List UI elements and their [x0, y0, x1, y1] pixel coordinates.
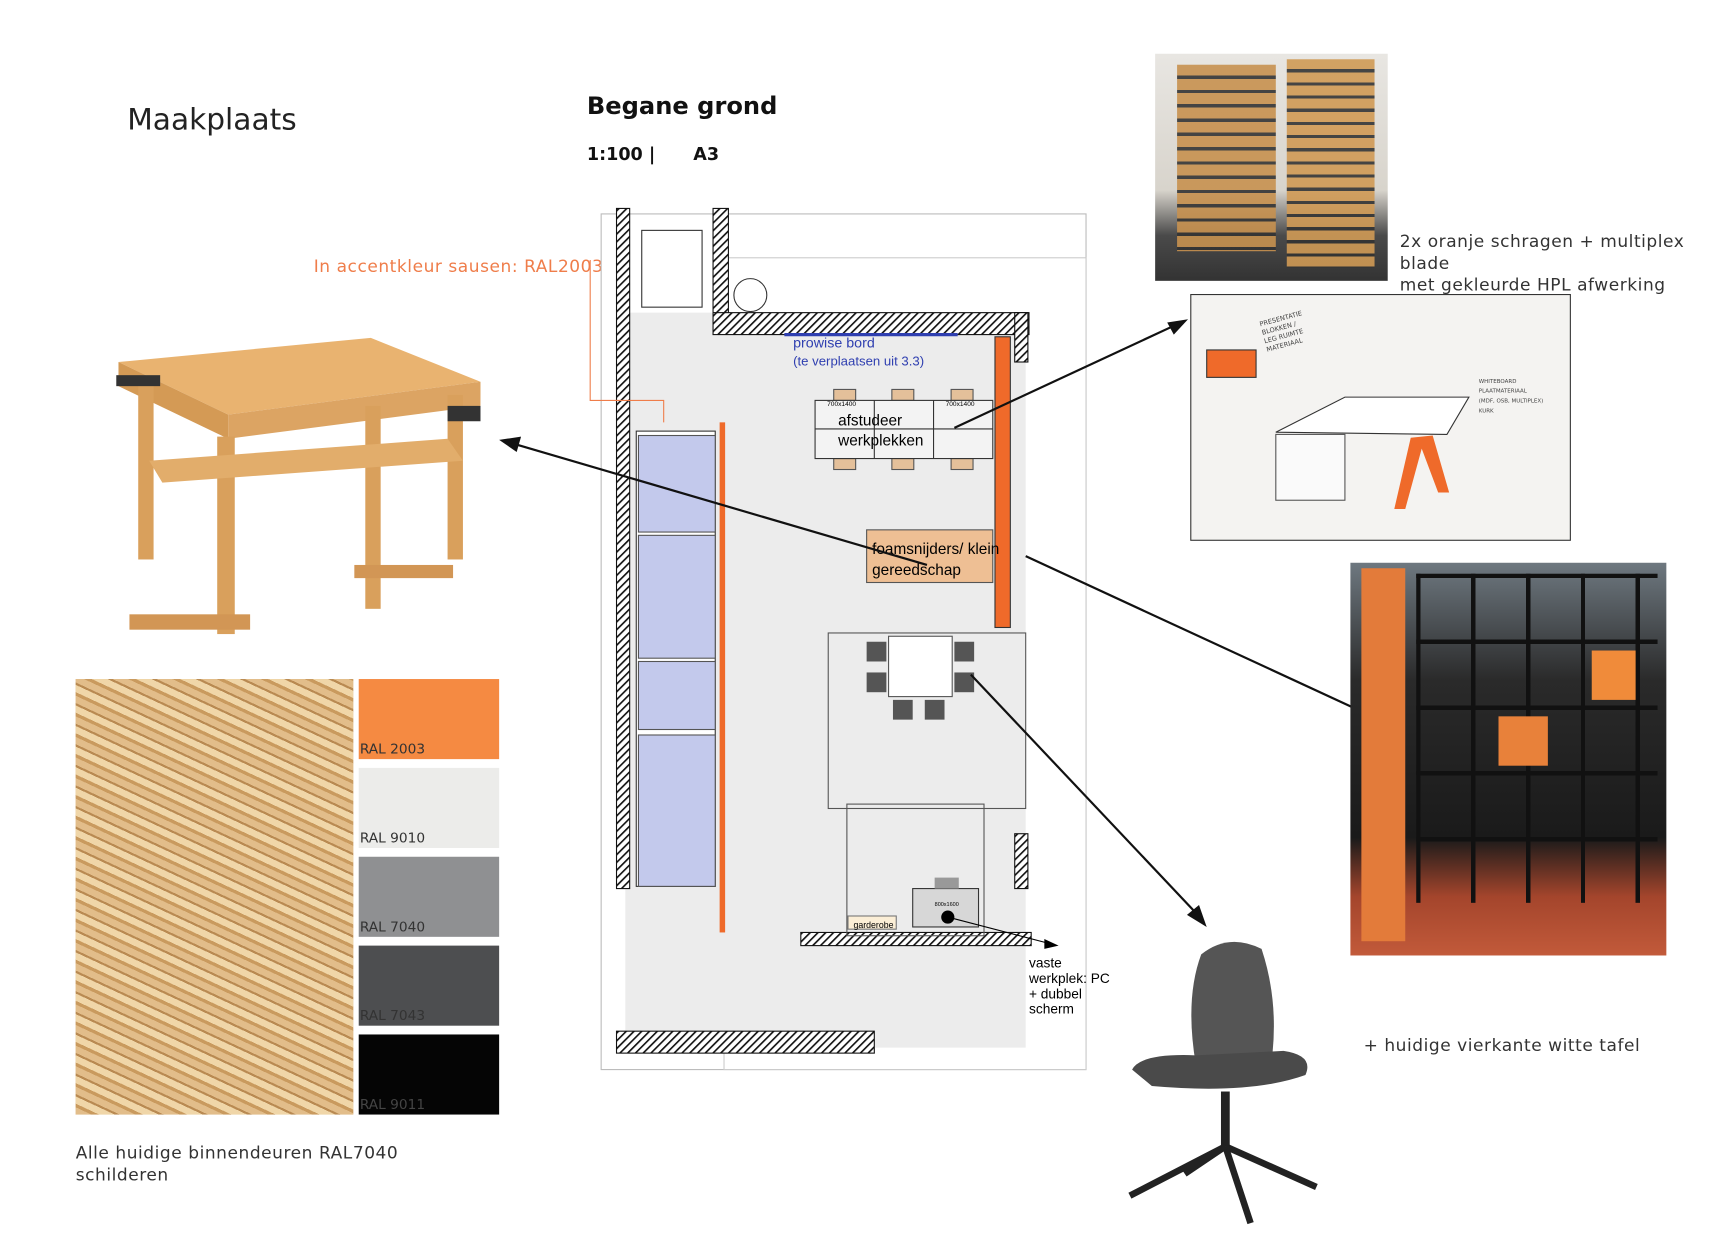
sketch-label: WHITEBOARD [1478, 378, 1517, 386]
label-line: scherm [1028, 1001, 1074, 1017]
afstudeer-label: afstudeer [838, 411, 903, 429]
prowise-note: (te verplaatsen uit 3.3) [793, 353, 925, 369]
swatch-ral-7040: RAL 7040 [358, 856, 500, 937]
accent-note: In accentkleur sausen: RAL2003 [313, 256, 604, 277]
page-title: Maakplaats [127, 103, 297, 138]
swatch-ral-7043: RAL 7043 [358, 945, 500, 1026]
table-sketch-image: PRESENTATIE BLOKKEN / LEG RUIMTE MATERIA… [1190, 293, 1571, 541]
sketch-label: PLAATMATERIAAL [1478, 388, 1527, 395]
swatch-label: RAL 7040 [359, 918, 426, 935]
gereedschap-label: gereedschap [872, 560, 961, 579]
stacked-chairs-image [1155, 53, 1388, 281]
table-size-label: 700x1400 [827, 401, 857, 409]
plan-scale: 1:100 | [586, 143, 656, 165]
swatch-ral-9011: RAL 9011 [358, 1034, 500, 1115]
vaste-werkplek-label: vaste werkplek: PC + dubbel scherm [1029, 955, 1110, 1016]
swatch-label: RAL 9010 [359, 829, 426, 846]
office-chair-image [1128, 941, 1318, 1225]
label-line: vaste [1028, 955, 1062, 971]
foamsnijders-label: foamsnijders/ klein [872, 539, 1000, 558]
doors-note-line: Alle huidige binnendeuren RAL7040 [75, 1143, 399, 1163]
plan-title: Begane grond [586, 93, 778, 121]
garderobe-label: garderobe [853, 920, 894, 931]
osb-texture-image [75, 679, 354, 1115]
swatch-label: RAL 7043 [359, 1007, 426, 1024]
sketch-label: (MDF, OSB, MULTIPLEX) [1478, 398, 1544, 405]
trestle-note-line: 2x oranje schragen + multiplex blade [1399, 231, 1685, 274]
label-line: werkplek: PC [1028, 970, 1110, 987]
doors-note: Alle huidige binnendeuren RAL7040 schild… [76, 1142, 399, 1186]
swatch-label: RAL 9011 [359, 1095, 426, 1113]
sketch-label: KURK [1478, 408, 1494, 415]
werkplekken-label: werkplekken [838, 431, 924, 449]
table-note: + huidige vierkante witte tafel [1363, 1035, 1641, 1056]
swatch-ral-9010: RAL 9010 [358, 767, 500, 848]
workbench-image [116, 337, 481, 635]
plan-paper-size: A3 [693, 143, 720, 165]
swatch-ral-2003: RAL 2003 [358, 679, 500, 760]
desk-size-label: 800x1600 [934, 901, 959, 909]
table-size-label: 700x1400 [945, 401, 975, 409]
trestle-note: 2x oranje schragen + multiplex blade met… [1400, 230, 1720, 296]
swatch-label: RAL 2003 [359, 740, 426, 757]
prowise-label: prowise bord [793, 334, 875, 352]
trestle-note-line: met gekleurde HPL afwerking [1399, 275, 1666, 296]
orange-cabinet-image [1350, 562, 1667, 956]
doors-note-line: schilderen [75, 1165, 169, 1185]
label-line: + dubbel [1028, 986, 1082, 1002]
